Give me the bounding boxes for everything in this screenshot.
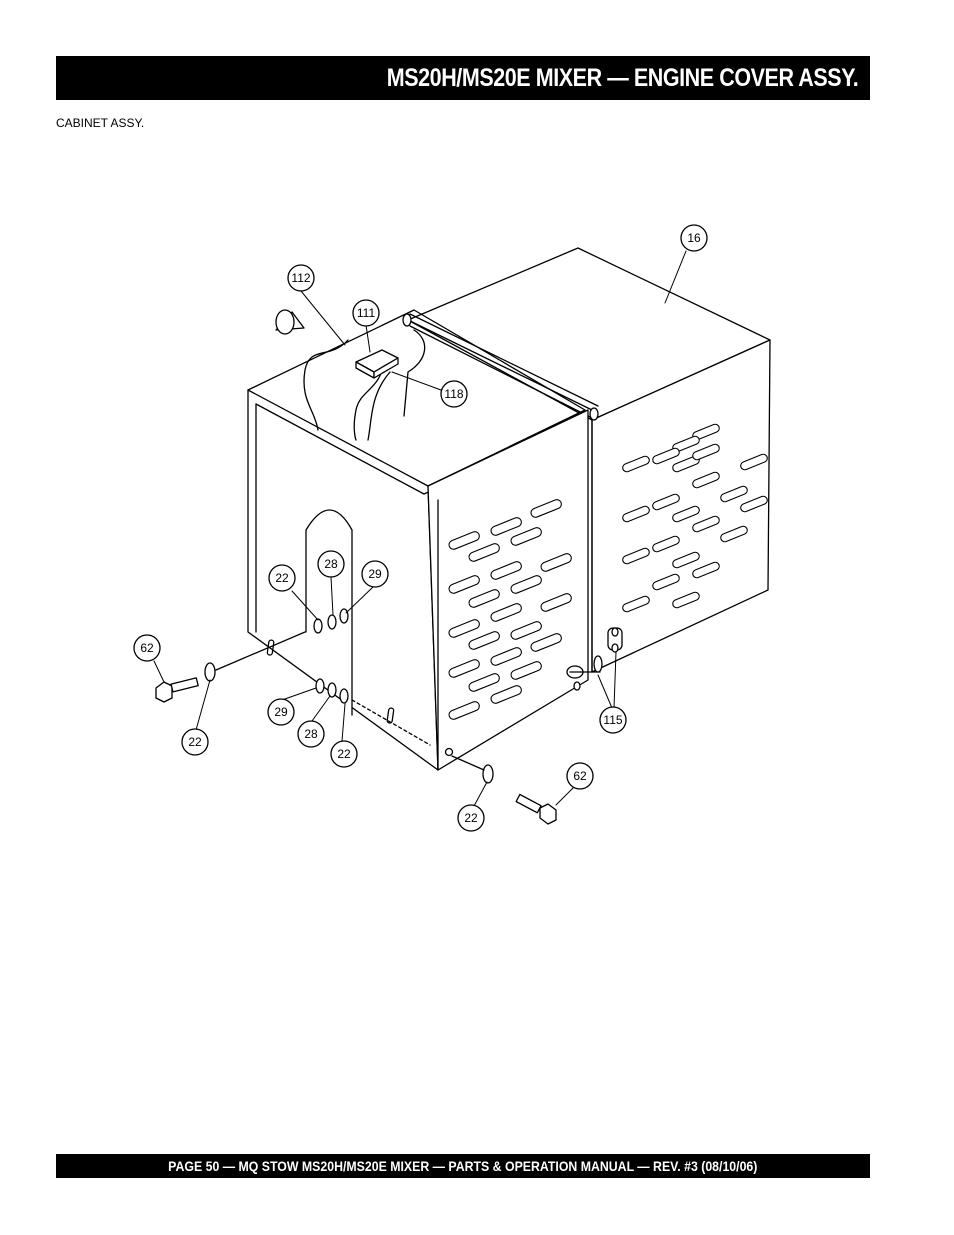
page-title: MS20H/MS20E MIXER — ENGINE COVER ASSY. [386,63,858,92]
latch-hardware [566,627,623,691]
hinge-rod [402,313,599,421]
callout-22-upper: 22 [275,571,289,585]
callout-115: 115 [603,713,622,727]
washer-right [482,764,494,784]
page-footer-bar: PAGE 50 — MQ STOW MS20H/MS20E MIXER — PA… [56,1154,870,1178]
cabinet-body [247,309,589,771]
callout-112: 112 [291,271,310,285]
page-footer: PAGE 50 — MQ STOW MS20H/MS20E MIXER — PA… [168,1158,758,1174]
front-face-louvres [448,499,572,720]
callout-22-lower: 22 [337,747,351,761]
nut-stack-lower [315,678,349,704]
callout-28-upper: 28 [324,557,338,571]
back-cover-louvres [622,423,768,613]
callout-62-right: 62 [573,769,587,783]
callout-29-upper: 29 [368,567,382,581]
washer-left [204,662,216,682]
grommet-112 [275,309,305,335]
callout-62-left: 62 [140,641,154,655]
callout-28-lower: 28 [304,727,318,741]
callout-111: 111 [357,306,376,320]
callout-22-right: 22 [464,811,478,825]
page-title-bar: MS20H/MS20E MIXER — ENGINE COVER ASSY. [56,56,870,100]
section-label: CABINET ASSY. [56,116,145,130]
callout-29-lower: 29 [274,705,288,719]
bolt-left [155,677,199,703]
callout-circles [133,224,708,832]
leader-lines [153,250,687,807]
callout-22-left: 22 [188,735,202,749]
back-cover-panel [407,247,771,673]
wiring-harness [303,329,426,441]
callout-118: 118 [444,387,463,401]
callout-16: 16 [687,231,701,245]
bolt-right [515,793,557,825]
